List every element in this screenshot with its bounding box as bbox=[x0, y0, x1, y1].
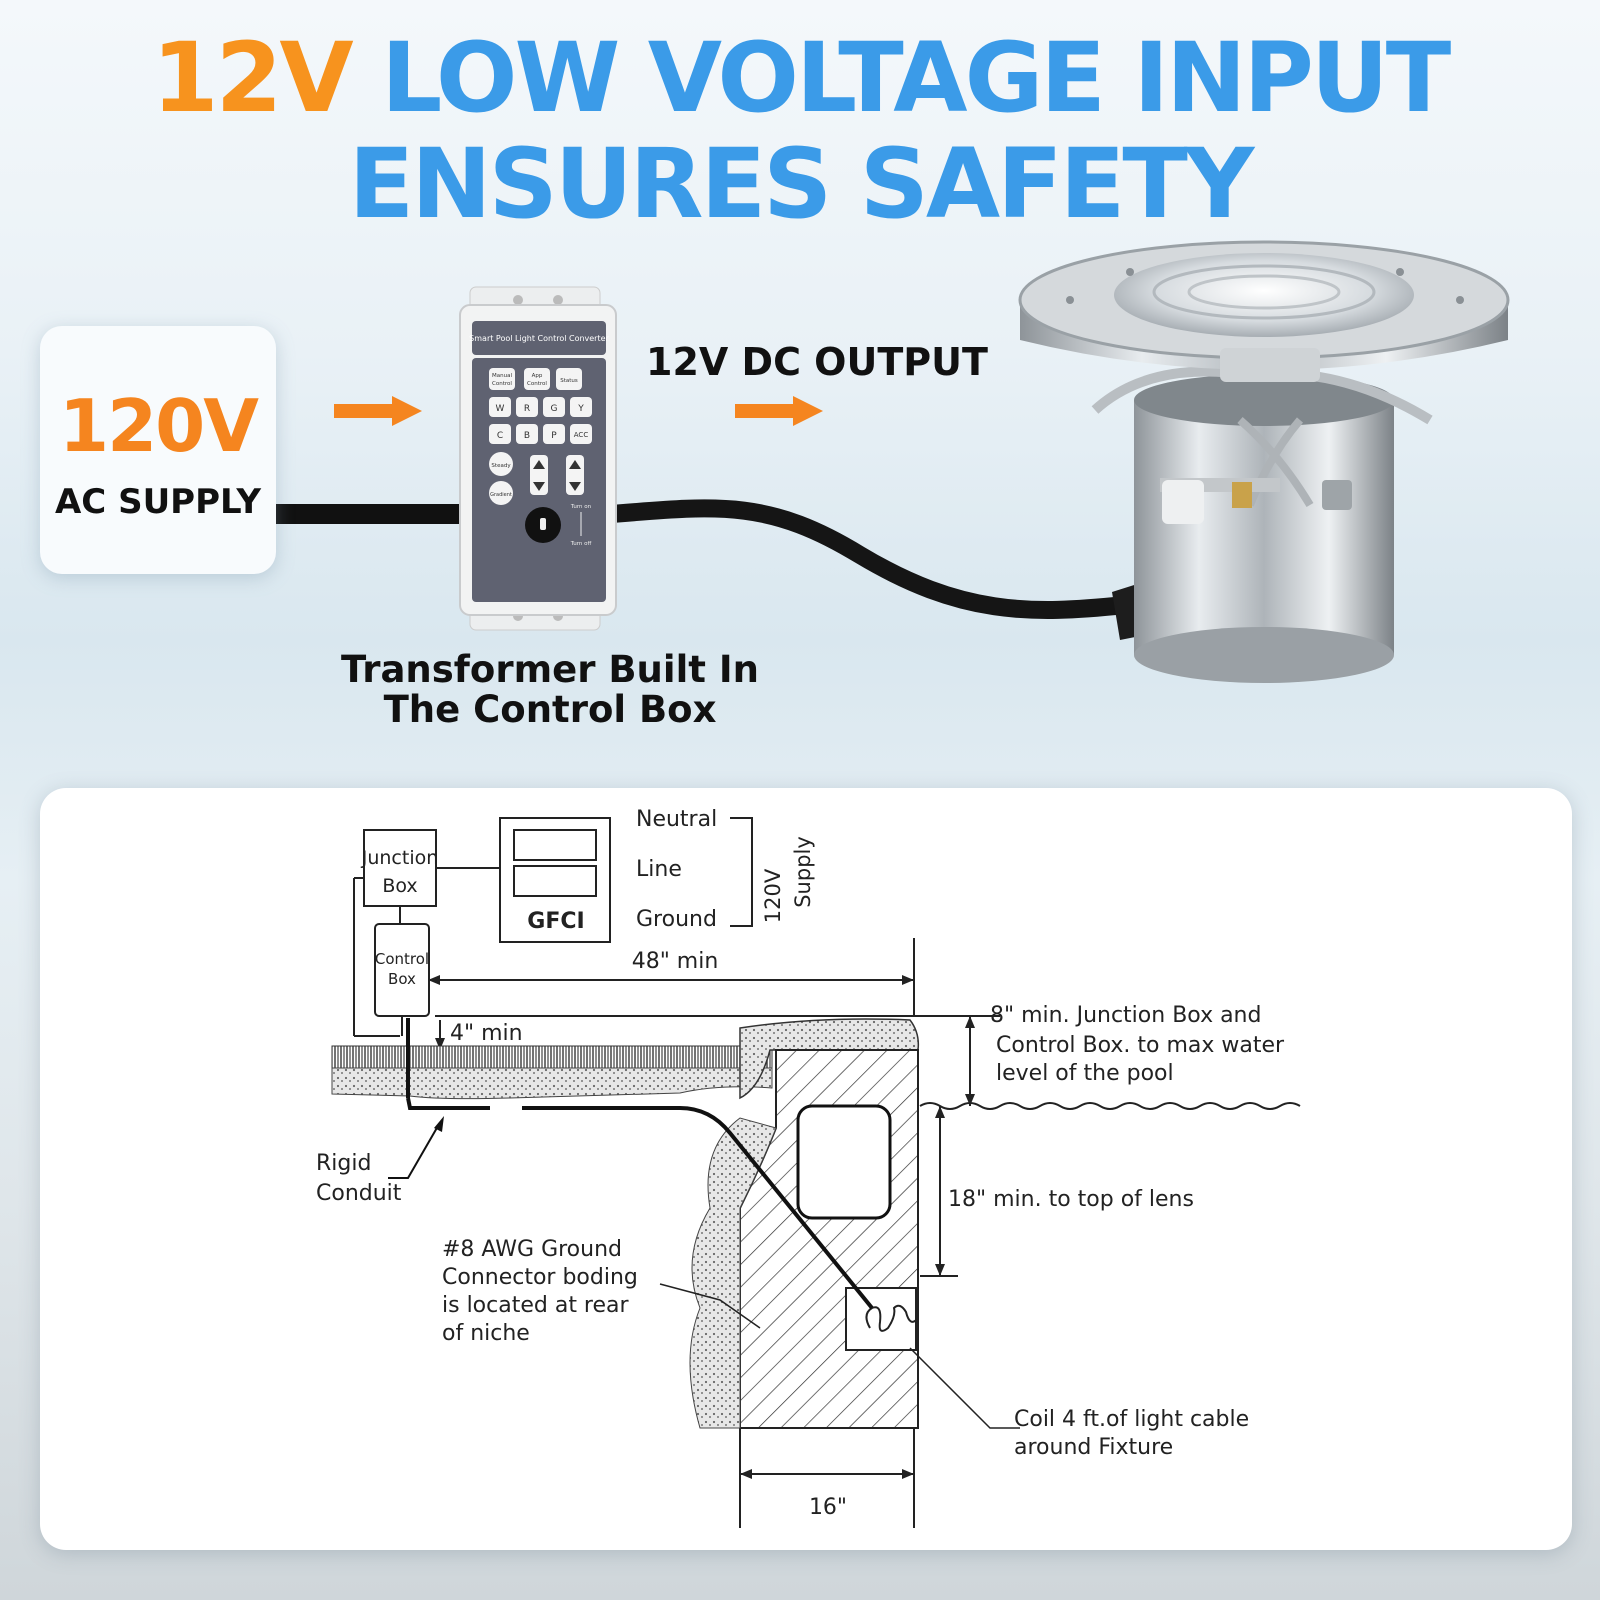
junction-box-label-1: Junction bbox=[361, 847, 439, 869]
turn-off-label: Turn off bbox=[570, 541, 592, 547]
key-app-1: App bbox=[532, 373, 543, 379]
gfci-label: GFCI bbox=[527, 909, 584, 934]
key-r: R bbox=[524, 404, 530, 414]
key-c: C bbox=[497, 431, 503, 441]
dc-cable bbox=[603, 499, 1134, 619]
key-status: Status bbox=[560, 378, 578, 384]
rigid-conduit-1: Rigid bbox=[316, 1151, 371, 1176]
headline-rest: LOW VOLTAGE INPUT bbox=[350, 22, 1451, 134]
key-g: G bbox=[551, 404, 558, 414]
ground-connector-2: Connector boding bbox=[442, 1265, 638, 1290]
key-steady: Steady bbox=[491, 463, 511, 469]
wiring-illustration: Smart Pool Light Control Converter Manua… bbox=[276, 240, 1510, 683]
installation-diagram: Junction Box GFCI Neutral Line Ground 12… bbox=[316, 807, 1301, 1528]
key-app-2: Control bbox=[527, 381, 547, 387]
ac-cable bbox=[276, 504, 466, 524]
headline-line-1: 12V LOW VOLTAGE INPUT bbox=[0, 28, 1600, 128]
headline-line-2: ENSURES SAFETY bbox=[348, 128, 1255, 240]
gfci-box bbox=[499, 817, 611, 943]
transformer-label-line-1: Transformer Built In bbox=[341, 648, 759, 691]
supply-vertical-2: Supply bbox=[791, 836, 815, 908]
key-p: P bbox=[551, 431, 557, 441]
dist-4-label: 4" min bbox=[450, 1021, 523, 1046]
headline-highlight: 12V bbox=[151, 22, 354, 134]
supply-vertical-1: 120V bbox=[761, 868, 785, 923]
supply-voltage: 120V bbox=[58, 384, 259, 468]
key-w: W bbox=[496, 404, 505, 414]
dc-output-label: 12V DC OUTPUT bbox=[646, 340, 988, 384]
ground-label: Ground bbox=[636, 907, 717, 932]
key-manual-1: Manual bbox=[492, 373, 512, 379]
rigid-conduit-2: Conduit bbox=[316, 1181, 402, 1206]
key-y: Y bbox=[577, 404, 584, 414]
key-manual-2: Control bbox=[492, 381, 512, 387]
key-gradient: Gradient bbox=[490, 492, 512, 498]
line-label: Line bbox=[636, 857, 682, 882]
junction-box-label-2: Box bbox=[382, 875, 417, 897]
turn-on-label: Turn on bbox=[570, 504, 592, 510]
lens-18-label: 18" min. to top of lens bbox=[948, 1187, 1194, 1212]
note-8-line-1: 8" min. Junction Box and bbox=[990, 1003, 1261, 1028]
transformer-label-line-2: The Control Box bbox=[383, 688, 717, 731]
ground-connector-4: of niche bbox=[442, 1321, 530, 1346]
control-box-device: Smart Pool Light Control Converter Manua… bbox=[459, 286, 617, 631]
ground-connector-3: is located at rear bbox=[442, 1293, 630, 1318]
installation-diagram-panel: Junction Box GFCI Neutral Line Ground 12… bbox=[40, 788, 1572, 1550]
dist-48-label: 48" min bbox=[632, 949, 719, 974]
coil-line-1: Coil 4 ft.of light cable bbox=[1014, 1407, 1249, 1432]
control-box-label-2: Box bbox=[388, 970, 416, 988]
arrow-right-icon bbox=[334, 396, 422, 426]
up-arrow-icon bbox=[569, 460, 581, 469]
note-8-line-2: Control Box. to max water bbox=[996, 1033, 1285, 1058]
note-8-line-3: level of the pool bbox=[996, 1061, 1174, 1086]
pool-light-fixture bbox=[1018, 240, 1510, 683]
down-arrow-icon bbox=[533, 482, 545, 491]
ac-supply-card: 120V AC SUPPLY bbox=[40, 326, 276, 574]
coil-line-2: around Fixture bbox=[1014, 1435, 1173, 1460]
dist-16-label: 16" bbox=[809, 1495, 847, 1520]
control-box-title: Smart Pool Light Control Converter bbox=[469, 334, 609, 343]
light-niche bbox=[796, 1104, 892, 1220]
down-arrow-icon bbox=[569, 482, 581, 491]
key-b: B bbox=[524, 431, 530, 441]
transformer-label: Transformer Built In The Control Box bbox=[340, 650, 760, 730]
neutral-label: Neutral bbox=[636, 807, 717, 832]
up-arrow-icon bbox=[533, 460, 545, 469]
key-acc: ACC bbox=[574, 431, 589, 439]
arrow-right-icon bbox=[735, 396, 823, 426]
control-box-label-1: Control bbox=[375, 950, 429, 968]
supply-label: AC SUPPLY bbox=[54, 482, 262, 522]
ground-connector-1: #8 AWG Ground bbox=[442, 1237, 622, 1262]
